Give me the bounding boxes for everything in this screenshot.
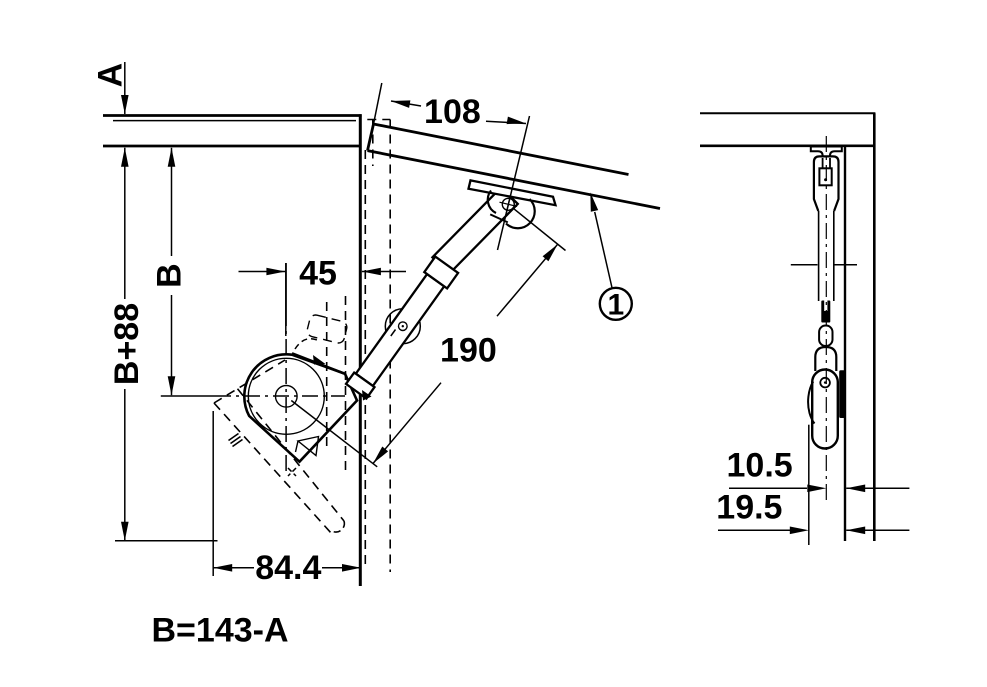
svg-text:10.5: 10.5	[727, 447, 793, 485]
svg-text:19.5: 19.5	[716, 489, 782, 527]
svg-text:108: 108	[424, 93, 481, 131]
svg-text:190: 190	[440, 331, 497, 369]
svg-text:B+88: B+88	[108, 303, 146, 385]
svg-text:84.4: 84.4	[255, 549, 321, 587]
svg-text:1: 1	[607, 289, 624, 322]
svg-text:B: B	[151, 263, 189, 288]
svg-text:B=143-A: B=143-A	[152, 611, 289, 649]
svg-text:A: A	[91, 63, 129, 88]
svg-text:45: 45	[299, 255, 337, 293]
